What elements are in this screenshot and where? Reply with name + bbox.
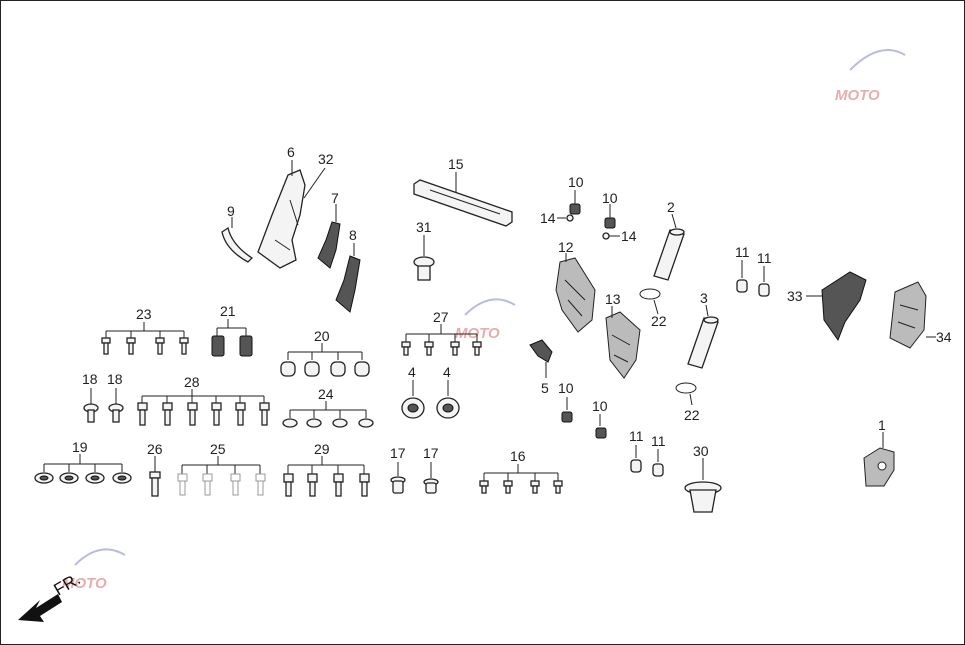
callout-10-d: 10: [592, 398, 608, 414]
part-10-nut-c: [561, 411, 573, 423]
callout-14-b: 14: [621, 228, 637, 244]
callout-15: 15: [448, 156, 464, 172]
part-12-panel: [555, 257, 596, 333]
part-1-plate: [863, 447, 895, 487]
part-10-nut-b: [604, 217, 616, 229]
callout-11-d: 11: [651, 433, 666, 449]
part-2-tube: [653, 228, 685, 281]
part-27-screw-set: [401, 324, 482, 356]
part-16-screw-set: [479, 464, 563, 494]
part-11-grommet-c: [630, 459, 642, 473]
part-31-clip: [413, 256, 435, 281]
callout-23: 23: [136, 306, 152, 322]
callout-24: 24: [318, 386, 334, 402]
part-22-oring-b: [675, 382, 697, 394]
part-7-bracket: [317, 221, 341, 269]
callout-7: 7: [331, 190, 339, 206]
part-10-nut-a: [569, 203, 581, 215]
part-4-damper-b: [436, 397, 460, 419]
part-25-screw-set: [177, 456, 266, 496]
part-14-screw-b: [602, 232, 610, 240]
part-15-rail: [413, 179, 513, 227]
callout-34: 34: [936, 329, 952, 345]
callout-31: 31: [416, 219, 432, 235]
part-19-nut-set: [34, 454, 132, 484]
callout-18-b: 18: [107, 371, 123, 387]
callout-21: 21: [220, 303, 236, 319]
callout-5: 5: [541, 380, 549, 396]
part-6-cover: [257, 169, 306, 269]
part-21-clips: [211, 319, 253, 357]
part-17-collar-a: [390, 476, 406, 494]
svg-text:MOTO: MOTO: [62, 575, 107, 592]
watermark-logo-center: MOTO: [455, 298, 516, 342]
watermark-logo-bottom-left: MOTO: [62, 548, 126, 592]
callout-33: 33: [787, 288, 803, 304]
callout-26: 26: [147, 441, 163, 457]
callout-25: 25: [210, 441, 226, 457]
part-18-bolt-a: [83, 403, 99, 423]
part-9-trim: [221, 226, 254, 263]
callout-12: 12: [558, 239, 574, 255]
callout-20: 20: [314, 328, 330, 344]
part-34-bracket: [889, 281, 927, 349]
svg-text:MOTO: MOTO: [835, 87, 880, 104]
callout-6: 6: [287, 144, 295, 160]
part-30-mount: [684, 481, 722, 513]
callout-10-b: 10: [602, 190, 618, 206]
callout-28: 28: [184, 374, 200, 390]
part-5-clip: [529, 339, 553, 363]
part-18-bolt-b: [108, 403, 124, 423]
part-4-damper-a: [401, 397, 425, 419]
part-33-bracket: [821, 271, 867, 342]
part-11-grommet-a: [736, 279, 748, 293]
callout-16: 16: [510, 448, 526, 464]
part-29-bolt-set: [283, 456, 370, 497]
part-26-bolt: [149, 471, 161, 497]
part-24-washer-set: [282, 401, 374, 428]
part-20-collar-set: [280, 343, 370, 377]
callout-3: 3: [700, 290, 708, 306]
callout-4-b: 4: [443, 364, 451, 380]
callout-17-b: 17: [423, 445, 439, 461]
part-17-collar-b: [423, 478, 439, 494]
front-direction-arrow: FR.: [18, 569, 84, 622]
callout-2: 2: [667, 199, 675, 215]
callout-11-c: 11: [629, 428, 644, 444]
part-28-bolt-set: [137, 389, 270, 426]
callout-11-a: 11: [735, 244, 750, 260]
part-13-panel: [605, 311, 641, 379]
callout-11-b: 11: [757, 250, 772, 266]
part-23-bolt-set: [101, 322, 189, 355]
callout-8: 8: [349, 227, 357, 243]
callout-14-a: 14: [540, 210, 556, 226]
callout-10-c: 10: [558, 380, 574, 396]
callout-27: 27: [433, 309, 449, 325]
svg-text:FR.: FR.: [51, 569, 84, 599]
part-14-screw-a: [566, 214, 574, 222]
watermark-logo-top-right: MOTO: [835, 49, 906, 104]
callout-1: 1: [878, 417, 886, 433]
callout-4-a: 4: [408, 364, 416, 380]
callout-22-b: 22: [684, 407, 700, 423]
callout-18-a: 18: [82, 371, 98, 387]
callout-19: 19: [72, 439, 88, 455]
part-22-oring-a: [639, 288, 661, 300]
callout-9: 9: [227, 203, 235, 219]
callout-32: 32: [318, 151, 334, 167]
part-8-bracket: [335, 255, 361, 313]
part-11-grommet-d: [652, 463, 664, 477]
callout-17-a: 17: [390, 445, 406, 461]
part-11-grommet-b: [758, 283, 770, 297]
svg-text:MOTO: MOTO: [455, 325, 500, 342]
part-3-tube: [687, 316, 719, 369]
callout-29: 29: [314, 441, 330, 457]
callout-13: 13: [605, 291, 621, 307]
callout-30: 30: [693, 443, 709, 459]
callout-10-a: 10: [568, 174, 584, 190]
part-10-nut-d: [595, 427, 607, 439]
callout-22-a: 22: [651, 313, 667, 329]
